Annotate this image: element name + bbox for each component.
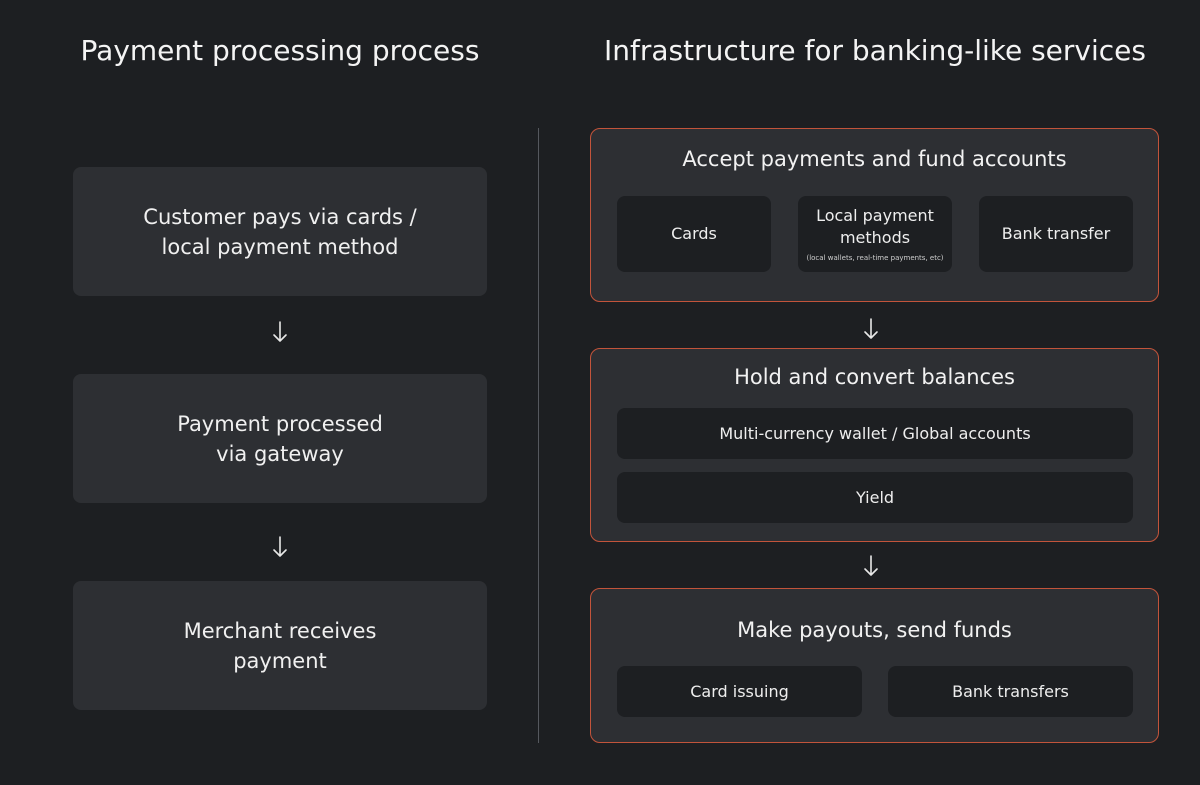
chip-card-issuing: Card issuing [617, 666, 862, 717]
chip-bank-transfers: Bank transfers [888, 666, 1133, 717]
panel-title: Accept payments and fund accounts [682, 147, 1067, 171]
step-customer-pays: Customer pays via cards / local payment … [73, 167, 487, 296]
panel-hold-convert: Hold and convert balances Multi-currency… [590, 348, 1159, 542]
chip-multi-currency-wallet: Multi-currency wallet / Global accounts [617, 408, 1133, 459]
left-column-title: Payment processing process [80, 34, 480, 67]
arrow-down-icon [856, 551, 886, 581]
chip-sublabel: (local wallets, real-time payments, etc) [806, 254, 944, 262]
chip-cards: Cards [617, 196, 771, 272]
chip-local-payment-methods: Local payment methods (local wallets, re… [798, 196, 952, 272]
right-column-title: Infrastructure for banking-like services [604, 34, 1146, 67]
chip-label: Card issuing [690, 681, 789, 701]
panel-make-payouts: Make payouts, send funds Card issuing Ba… [590, 588, 1159, 743]
panel-title: Make payouts, send funds [737, 618, 1012, 642]
arrow-down-icon [265, 532, 295, 562]
arrow-down-icon [856, 314, 886, 344]
step-merchant-receives: Merchant receives payment [73, 581, 487, 710]
step-payment-processed: Payment processed via gateway [73, 374, 487, 503]
chip-label: Bank transfer [1001, 224, 1111, 243]
chip-label: Yield [855, 487, 895, 507]
panel-accept-payments: Accept payments and fund accounts Cards … [590, 128, 1159, 302]
chip-label: Local payment methods [816, 206, 934, 247]
chip-label: Bank transfers [952, 681, 1069, 701]
panel-title: Hold and convert balances [734, 365, 1015, 389]
arrow-down-icon [265, 317, 295, 347]
chip-yield: Yield [617, 472, 1133, 523]
chip-label: Cards [671, 224, 717, 243]
column-divider [538, 128, 539, 743]
chip-bank-transfer: Bank transfer [979, 196, 1133, 272]
chip-label: Multi-currency wallet / Global accounts [719, 423, 1031, 443]
